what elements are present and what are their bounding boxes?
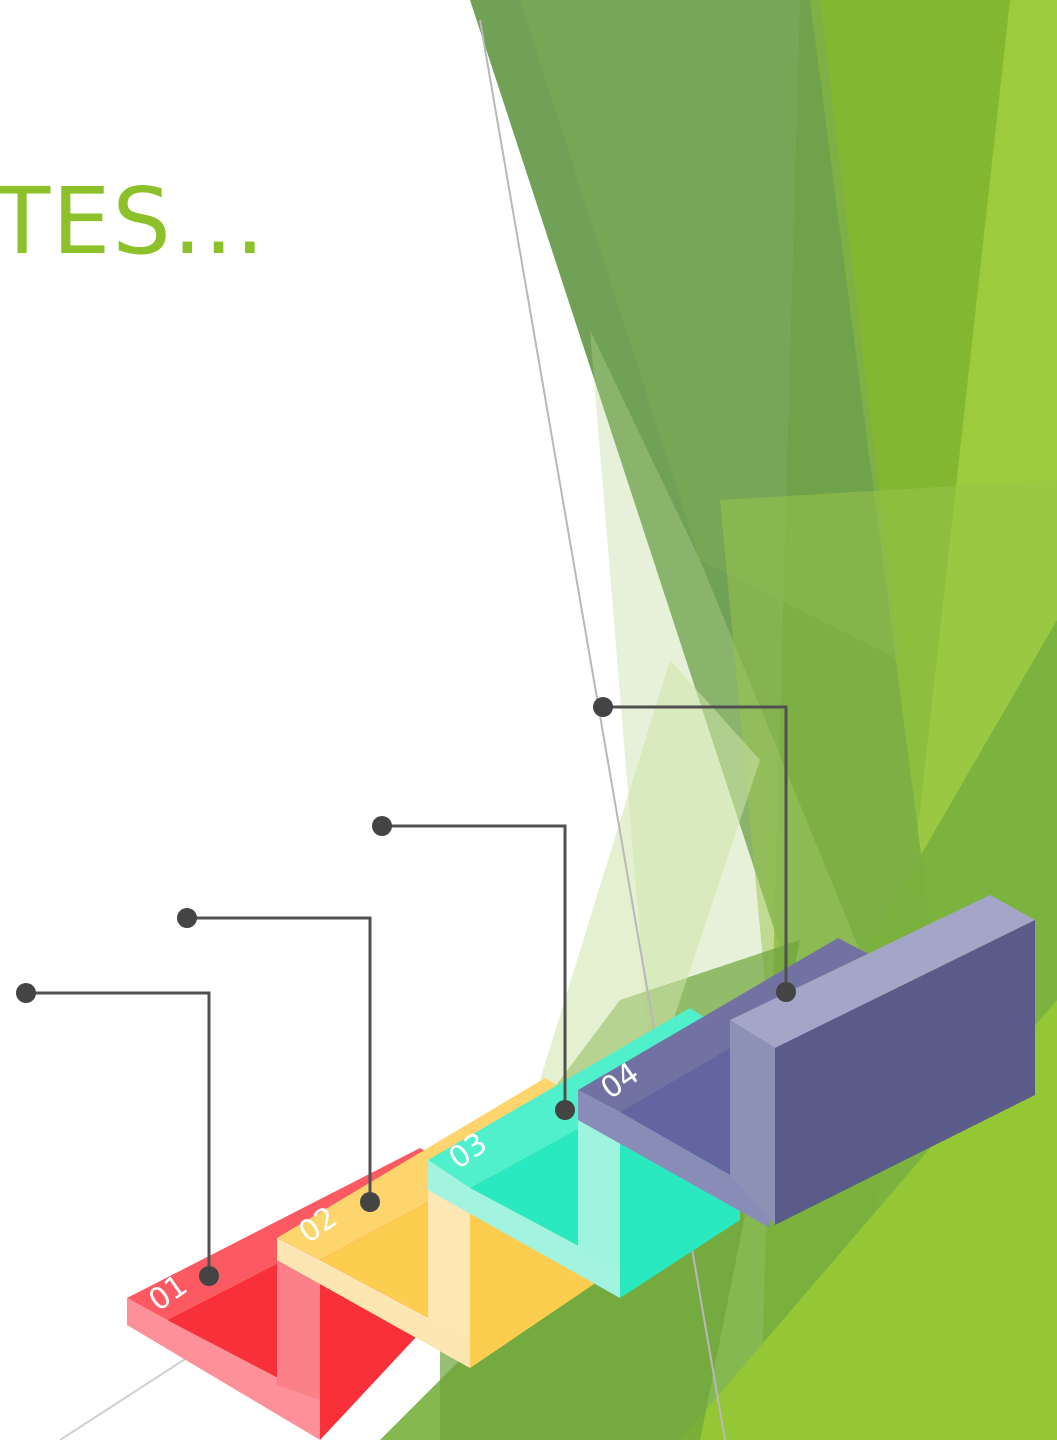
leader-line-01: [26, 993, 209, 1276]
leader-dot-03-start: [372, 816, 392, 836]
leader-dot-02-start: [177, 908, 197, 928]
leader-dot-04-end: [776, 982, 796, 1002]
leader-line-03: [382, 826, 565, 1110]
leader-dot-01-start: [16, 983, 36, 1003]
leader-dot-02-end: [360, 1192, 380, 1212]
slide-title: TES...: [0, 168, 266, 275]
leader-dot-04-start: [593, 697, 613, 717]
leader-dot-03-end: [555, 1100, 575, 1120]
leader-line-02: [187, 918, 370, 1202]
leader-dot-01-end: [199, 1266, 219, 1286]
